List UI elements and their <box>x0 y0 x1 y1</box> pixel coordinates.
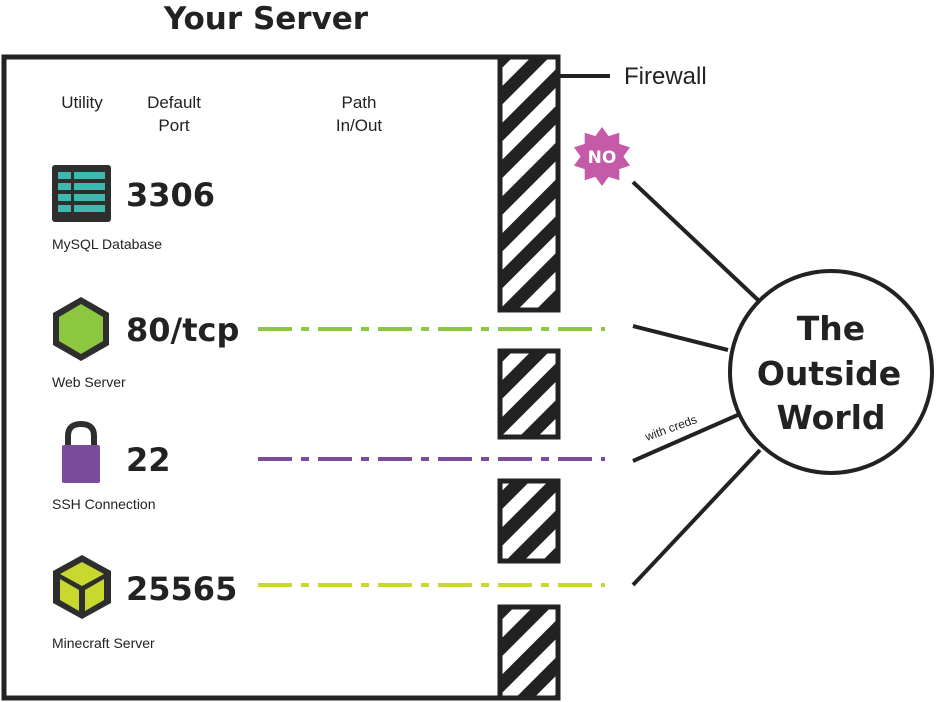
connector-web <box>632 324 729 352</box>
padlock-icon <box>62 420 100 483</box>
firewall-segment <box>497 478 561 564</box>
utility-mysql: MySQL Database <box>52 236 162 252</box>
outside-world-line1: The <box>797 309 865 348</box>
header-path-line1: Path <box>342 93 377 112</box>
diagram-title: Your Server <box>163 1 369 37</box>
port-web: 80/tcp <box>126 311 239 349</box>
port-mysql: 3306 <box>126 176 215 214</box>
utility-ssh: SSH Connection <box>52 496 156 512</box>
firewall-label: Firewall <box>624 63 707 90</box>
header-default-port-line1: Default <box>147 93 201 112</box>
no-badge-text: NO <box>588 148 617 168</box>
port-ssh: 22 <box>126 441 171 479</box>
firewall-segment <box>497 348 561 440</box>
outside-world-circle <box>728 269 934 475</box>
utility-minecraft: Minecraft Server <box>52 635 155 651</box>
firewall <box>497 54 561 701</box>
connector-minecraft <box>631 448 762 587</box>
firewall-segment <box>497 604 561 701</box>
header-path-line2: In/Out <box>336 116 383 135</box>
server-box <box>1 54 558 701</box>
database-table-icon <box>52 165 111 222</box>
header-utility: Utility <box>61 93 103 112</box>
no-badge: NO <box>574 127 630 186</box>
outside-world-line2: Outside <box>757 354 901 393</box>
header-default-port-line2: Port <box>158 116 189 135</box>
port-minecraft: 25565 <box>126 570 237 608</box>
utility-web: Web Server <box>52 374 126 390</box>
firewall-segment <box>497 54 561 313</box>
connector-ssh <box>632 412 741 463</box>
cube-icon <box>53 555 111 619</box>
connector-mysql <box>631 180 760 302</box>
hexagon-icon <box>53 297 109 361</box>
outside-world-line3: World <box>776 398 885 437</box>
creds-label: with creds <box>642 412 699 444</box>
